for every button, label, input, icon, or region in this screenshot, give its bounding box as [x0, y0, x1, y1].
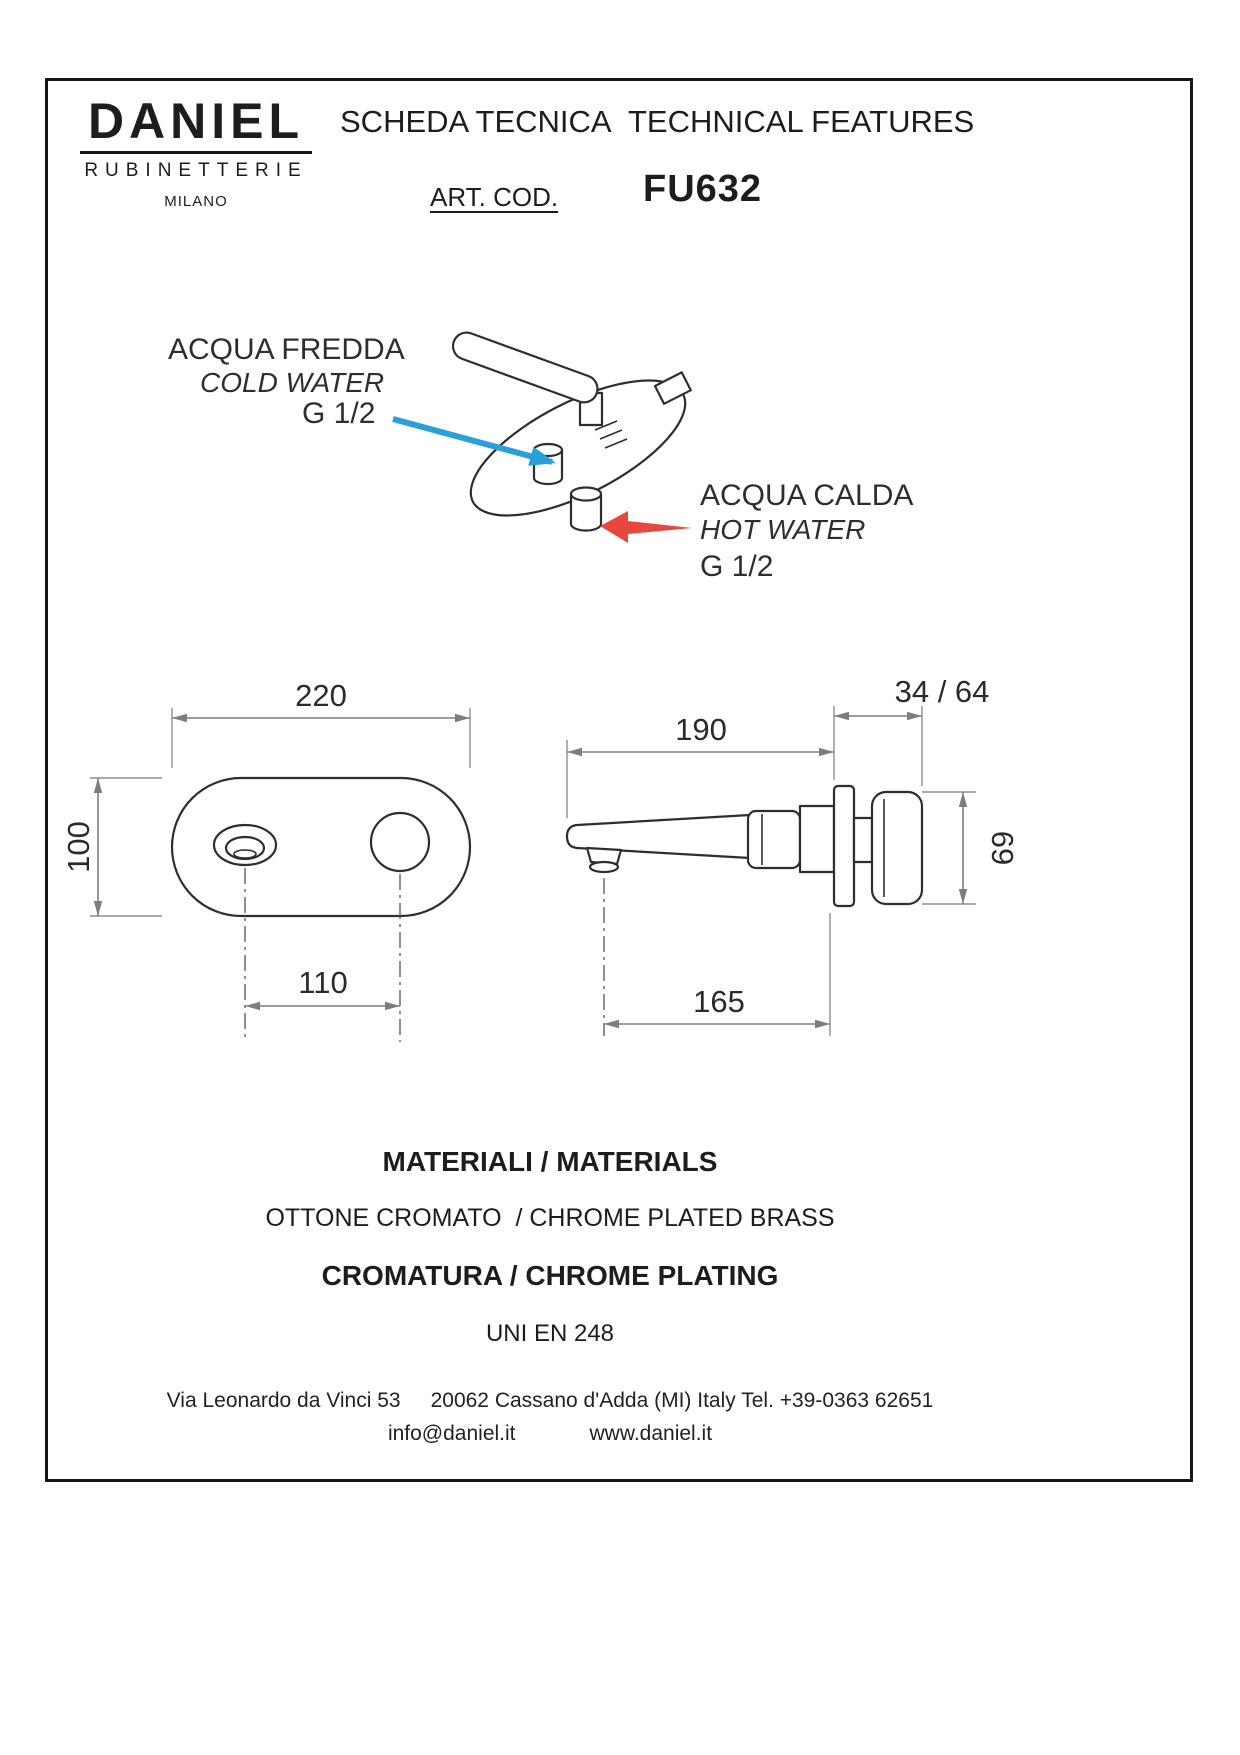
materials-title: MATERIALI / MATERIALS — [382, 1146, 718, 1177]
dim-side-spout-label: 165 — [693, 984, 745, 1019]
footer-email: info@daniel.it — [387, 1422, 516, 1445]
front-handle-hole — [369, 811, 431, 873]
hot-water-label-it: ACQUA CALDA — [700, 479, 914, 512]
iso-hot-inlet-cap — [569, 486, 603, 502]
front-aerator-detail — [233, 849, 257, 859]
dim-front-width-label: 220 — [295, 678, 347, 713]
cold-water-thread: G 1/2 — [302, 397, 376, 430]
footer-contacts-row: info@daniel.it www.daniel.it — [45, 1422, 1055, 1446]
front-view-drawing: 220 100 110 — [61, 678, 472, 1042]
iso-spout-lever — [451, 331, 599, 404]
hot-water-arrow — [600, 511, 692, 543]
dim-side-reach-label: 190 — [675, 712, 727, 747]
sheet-title-italian: SCHEDA TECNICA — [340, 104, 612, 139]
hot-water-thread: G 1/2 — [700, 550, 774, 583]
front-aerator-inner — [224, 835, 266, 861]
dim-front-centers-label: 110 — [298, 965, 347, 1000]
sheet-title-english: TECHNICAL FEATURES — [628, 104, 975, 139]
footer-website: www.daniel.it — [589, 1422, 713, 1445]
dim-side-height-label: 69 — [985, 831, 1020, 865]
brand-name: DANIEL — [80, 96, 312, 154]
footer-address-row: Via Leonardo da Vinci 53 20062 Cassano d… — [45, 1389, 1055, 1413]
article-code-label: ART. COD. — [430, 182, 559, 212]
side-wall-plate — [832, 784, 856, 908]
side-outlet-tip — [588, 860, 620, 874]
cold-water-arrow — [392, 416, 556, 466]
side-spout — [565, 813, 752, 860]
dim-front-height-label: 100 — [61, 821, 96, 873]
plating-standard: UNI EN 248 — [485, 1320, 615, 1347]
article-code-value: FU632 — [643, 168, 763, 210]
footer-city-phone: 20062 Cassano d'Adda (MI) Italy Tel. +39… — [430, 1389, 934, 1412]
cold-water-label-it: ACQUA FREDDA — [168, 333, 405, 366]
side-body-collar — [798, 804, 836, 874]
iso-plate-slots — [594, 420, 628, 449]
side-view-drawing: 190 34 / 64 69 165 — [565, 674, 1020, 1036]
materials-body: OTTONE CROMATO / CHROME PLATED BRASS — [265, 1204, 835, 1232]
side-body — [746, 809, 802, 870]
footer-street: Via Leonardo da Vinci 53 — [166, 1389, 401, 1412]
plating-title: CROMATURA / CHROME PLATING — [321, 1260, 779, 1291]
hot-water-label-en: HOT WATER — [700, 514, 866, 545]
brand-logo: DANIEL RUBINETTERIE MILANO — [80, 96, 312, 210]
side-connector — [852, 816, 874, 864]
brand-subtitle: RUBINETTERIE — [84, 160, 308, 181]
page-border — [45, 78, 1193, 1482]
side-handle — [870, 790, 924, 906]
annotation-arrows — [392, 416, 692, 543]
iso-hot-inlet — [569, 492, 603, 532]
dimension-drawings: 220 100 110 190 34 / 64 69 165 — [61, 674, 1020, 1042]
cold-water-label-en: COLD WATER — [200, 367, 385, 398]
dim-side-depth-label: 34 / 64 — [895, 674, 990, 709]
iso-cartridge-detail — [653, 371, 692, 405]
brand-city: MILANO — [164, 193, 228, 210]
